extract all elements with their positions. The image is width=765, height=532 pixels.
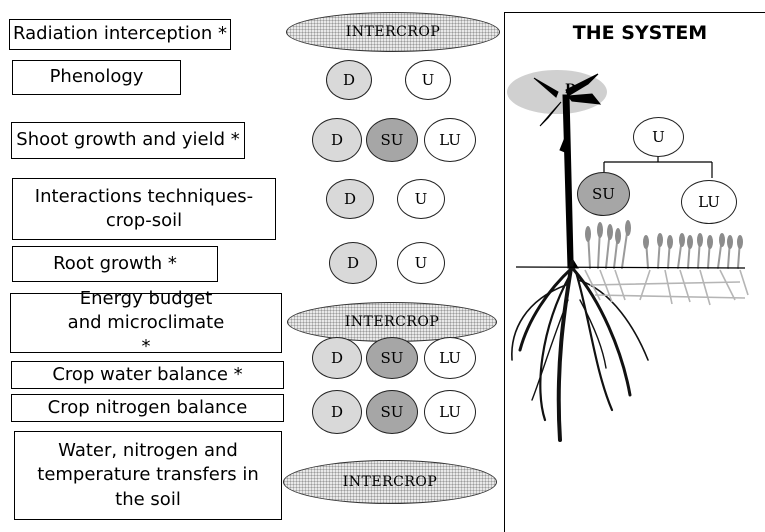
module-shoot-growth: Shoot growth and yield * (11, 122, 245, 159)
node-understorey-root: U (397, 242, 445, 284)
intercrop-node-energy: INTERCROP (287, 302, 497, 342)
module-soil-transfers: Water, nitrogen and temperature transfer… (14, 431, 282, 520)
system-panel-title: THE SYSTEM (572, 22, 708, 44)
panel-node-long-understorey: LU (681, 180, 737, 224)
node-short-understorey-nitrogen: SU (366, 390, 418, 434)
node-long-understorey-shoot: LU (424, 118, 476, 162)
soil-surface-line (515, 266, 746, 269)
module-label: Energy budget and microclimate * (67, 287, 225, 358)
panel-node-dominant-label: D (565, 82, 577, 97)
module-label: Phenology (49, 66, 144, 88)
node-understorey-interactions: U (397, 179, 445, 219)
dominant-plant (533, 73, 602, 269)
module-label: Crop water balance * (52, 363, 243, 385)
module-energy-budget: Energy budget and microclimate * (10, 288, 282, 357)
root-system (511, 260, 649, 442)
node-dominant-water: D (312, 337, 362, 379)
understorey-roots (584, 269, 749, 306)
module-crop-nitrogen-balance: Crop nitrogen balance (11, 394, 284, 422)
module-interactions: Interactions techniques-crop-soil (12, 178, 276, 240)
node-dominant-phenology: D (326, 60, 372, 100)
module-radiation-interception: Radiation interception * (9, 19, 231, 50)
node-dominant-interactions: D (326, 179, 374, 219)
module-label: Crop nitrogen balance (47, 396, 248, 418)
panel-node-understorey: U (633, 117, 684, 157)
module-label: Water, nitrogen and temperature transfer… (37, 440, 259, 510)
node-short-understorey-shoot: SU (366, 118, 418, 162)
node-understorey-phenology: U (405, 60, 451, 100)
node-long-understorey-nitrogen: LU (424, 390, 476, 434)
node-dominant-shoot: D (312, 118, 362, 162)
module-label: Radiation interception * (13, 23, 227, 45)
system-illustration (507, 70, 749, 442)
node-dominant-nitrogen: D (312, 390, 362, 434)
understorey-ears (585, 220, 743, 249)
module-crop-water-balance: Crop water balance * (11, 361, 284, 389)
module-root-growth: Root growth * (12, 246, 218, 282)
module-label: Interactions techniques-crop-soil (34, 185, 254, 231)
intercrop-node-radiation: INTERCROP (286, 12, 500, 52)
module-label: Root growth * (53, 252, 177, 274)
module-phenology: Phenology (12, 60, 181, 95)
node-dominant-root: D (329, 242, 377, 284)
intercrop-node-soil: INTERCROP (283, 460, 497, 504)
understorey-plants (587, 225, 741, 269)
panel-node-short-understorey: SU (577, 172, 630, 216)
node-short-understorey-water: SU (366, 337, 418, 379)
system-panel (504, 12, 765, 532)
module-label: Shoot growth and yield * (16, 129, 240, 151)
node-long-understorey-water: LU (424, 337, 476, 379)
